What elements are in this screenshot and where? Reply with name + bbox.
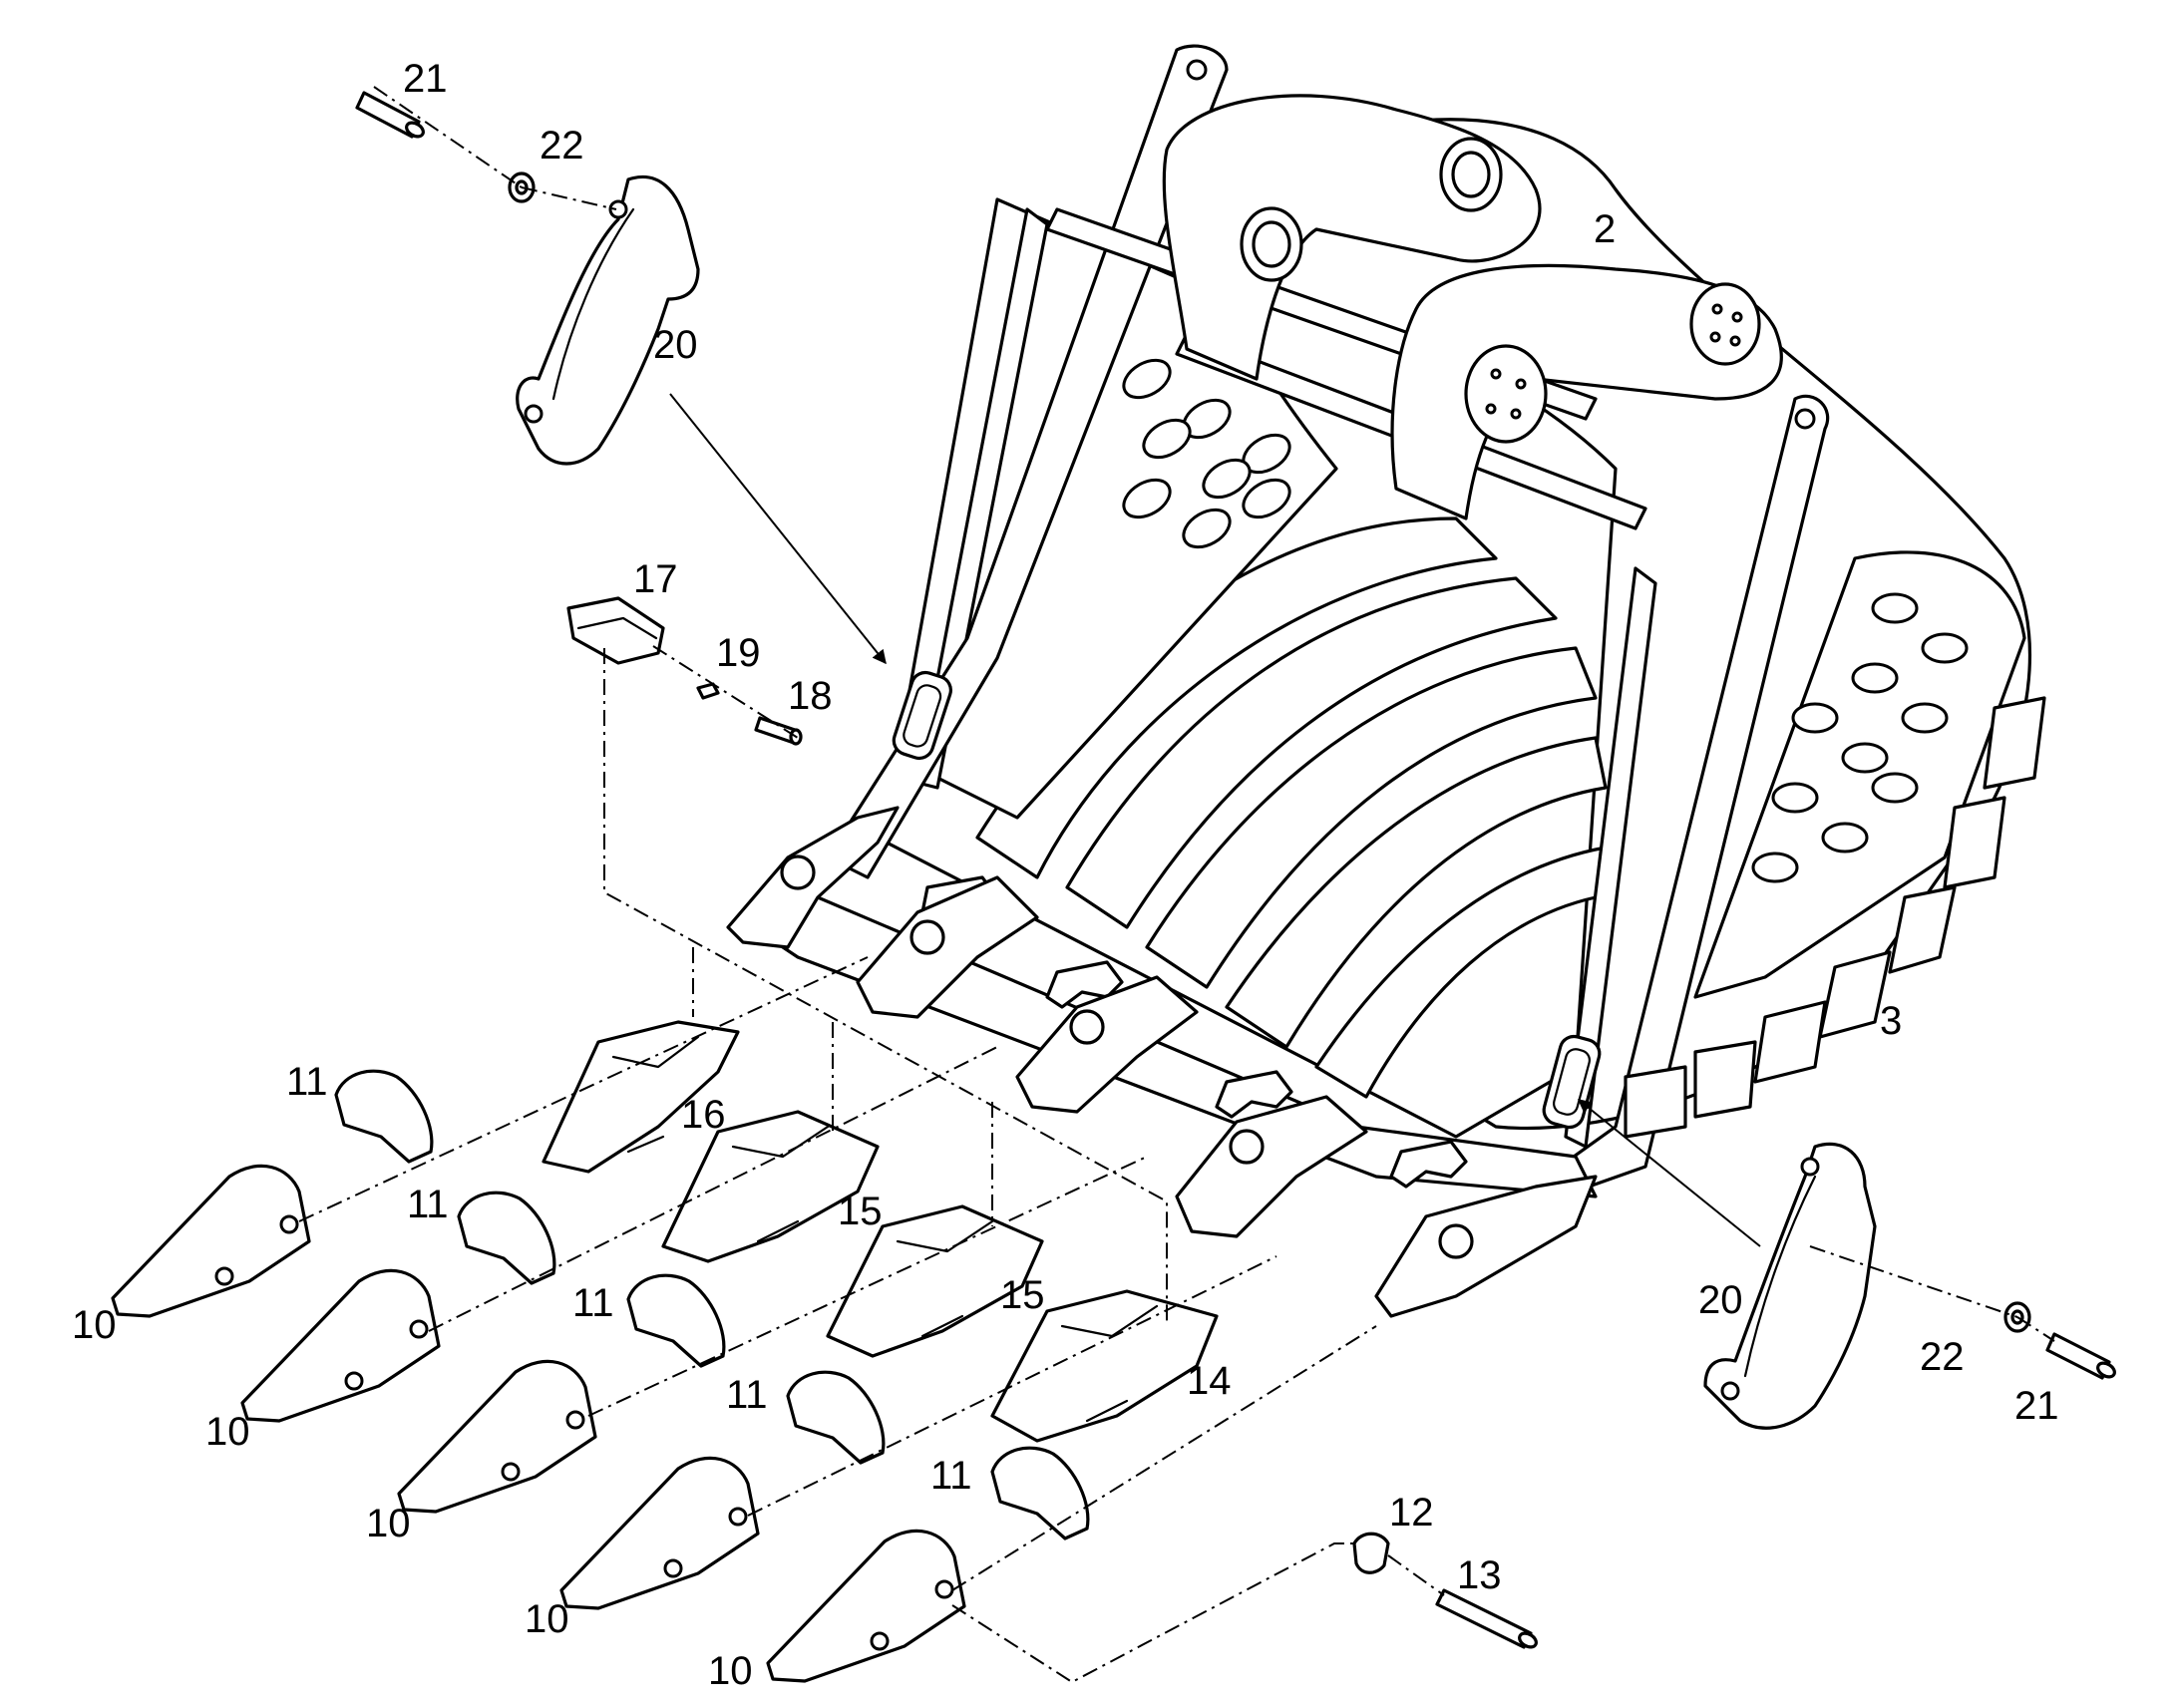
callout-19: 19 [716, 631, 761, 675]
callout-10c: 10 [366, 1502, 411, 1545]
side-cutter-right [1703, 1142, 1877, 1430]
lock-17 [566, 596, 665, 665]
callout-12: 12 [1389, 1491, 1434, 1535]
callout-10d: 10 [525, 1597, 569, 1641]
left-side-holes [1122, 358, 1291, 549]
right-side-holes [1751, 592, 1969, 883]
callout-11c: 11 [572, 1281, 614, 1325]
adapter-15b [826, 1204, 1044, 1358]
callout-13: 13 [1457, 1553, 1502, 1597]
tooth-10e [766, 1529, 966, 1683]
cap-11e [990, 1446, 1090, 1540]
callout-18: 18 [788, 674, 833, 718]
callout-11d: 11 [726, 1373, 768, 1417]
bolt-18 [754, 716, 803, 746]
tooth-10b [240, 1268, 441, 1423]
callout-21b: 21 [2014, 1384, 2059, 1428]
floor-wear-strips [975, 516, 1608, 1099]
callout-20b: 20 [1698, 1278, 1743, 1322]
retainer-12 [1352, 1532, 1390, 1574]
pin-13 [1435, 1588, 1538, 1649]
callout-10e: 10 [708, 1649, 753, 1693]
callout-15a: 15 [838, 1190, 883, 1233]
tooth-10c [397, 1359, 597, 1514]
callout-22a: 22 [540, 124, 584, 168]
cap-11d [786, 1370, 886, 1465]
callout-11b: 11 [407, 1183, 449, 1226]
lip-adapters [726, 806, 1598, 1318]
pin-21-right [2045, 1332, 2116, 1380]
callout-labels: 2 3 10 10 10 10 10 11 11 11 11 11 12 13 … [72, 57, 2059, 1693]
cap-11b [457, 1191, 556, 1285]
bucket-body [726, 44, 2046, 1318]
side-cutter-left [516, 174, 700, 466]
hinge-bushings [1240, 137, 1761, 444]
pin-21-top [355, 91, 425, 139]
adapter-15a [661, 1110, 880, 1263]
callout-11a: 11 [286, 1060, 328, 1104]
spacer-19 [696, 682, 720, 700]
callout-20a: 20 [653, 323, 698, 367]
callout-11e: 11 [930, 1454, 972, 1498]
callout-15b: 15 [1000, 1273, 1045, 1317]
tooth-10d [559, 1456, 760, 1610]
leader-lines [669, 393, 1761, 1247]
cap-11a [334, 1069, 434, 1164]
callout-14: 14 [1187, 1359, 1232, 1403]
callout-10b: 10 [205, 1410, 250, 1454]
cap-11c [626, 1273, 726, 1368]
side-shrouds [1624, 696, 2046, 1139]
adapter-16 [542, 1020, 740, 1174]
callout-21a: 21 [403, 57, 448, 101]
callout-17: 17 [633, 557, 678, 601]
callout-3: 3 [1880, 999, 1902, 1043]
callout-16: 16 [681, 1093, 726, 1137]
callout-22b: 22 [1920, 1335, 1965, 1379]
tooth-10a [111, 1164, 311, 1318]
assembly-lines [298, 86, 2055, 1684]
callout-2: 2 [1594, 207, 1616, 251]
callout-10a: 10 [72, 1303, 117, 1347]
